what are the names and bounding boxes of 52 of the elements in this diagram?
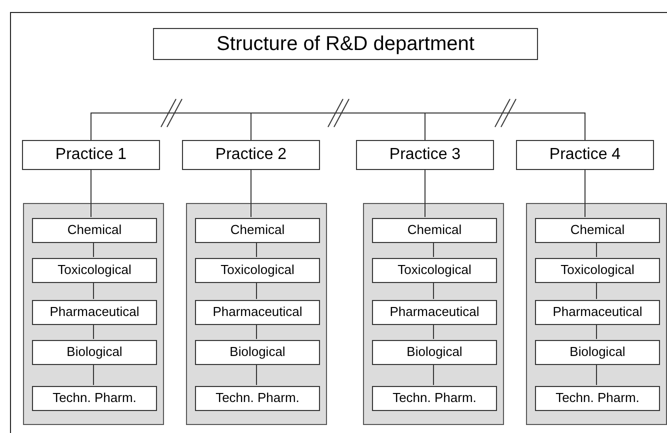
unit-box: Techn. Pharm. (372, 386, 497, 411)
connector-line (256, 364, 257, 386)
connector-line (596, 324, 597, 340)
connector-line (433, 324, 434, 340)
practice-box: Practice 3 (356, 140, 494, 170)
connector-line (93, 282, 94, 300)
connector-line (584, 170, 586, 218)
unit-box: Pharmaceutical (195, 300, 320, 325)
connector-line (256, 282, 257, 300)
connector-line (256, 242, 257, 258)
connector-line (256, 324, 257, 340)
unit-box: Biological (535, 340, 660, 365)
unit-box: Biological (195, 340, 320, 365)
unit-box: Toxicological (195, 258, 320, 283)
group-panel (23, 203, 164, 425)
unit-box: Chemical (32, 218, 157, 243)
connector-line (424, 112, 586, 140)
connector-line (433, 282, 434, 300)
unit-box: Chemical (372, 218, 497, 243)
unit-box: Toxicological (372, 258, 497, 283)
unit-box: Biological (372, 340, 497, 365)
group-panel (526, 203, 667, 425)
unit-box: Techn. Pharm. (535, 386, 660, 411)
connector-line (93, 364, 94, 386)
connector-line (250, 170, 252, 218)
unit-box: Techn. Pharm. (195, 386, 320, 411)
unit-box: Biological (32, 340, 157, 365)
connector-line (596, 282, 597, 300)
unit-box: Toxicological (32, 258, 157, 283)
practice-box: Practice 1 (22, 140, 160, 170)
unit-box: Chemical (195, 218, 320, 243)
group-panel (186, 203, 327, 425)
connector-line (433, 242, 434, 258)
practice-box: Practice 2 (182, 140, 320, 170)
unit-box: Chemical (535, 218, 660, 243)
connector-line (93, 242, 94, 258)
connector-line (93, 324, 94, 340)
connector-line (596, 364, 597, 386)
connector-line (250, 112, 426, 140)
connector-line (90, 112, 252, 140)
unit-box: Pharmaceutical (372, 300, 497, 325)
unit-box: Pharmaceutical (32, 300, 157, 325)
unit-box: Pharmaceutical (535, 300, 660, 325)
title-box: Structure of R&D department (153, 28, 538, 60)
practice-box: Practice 4 (516, 140, 654, 170)
connector-line (424, 170, 426, 218)
connector-line (90, 170, 92, 218)
group-panel (363, 203, 504, 425)
unit-box: Techn. Pharm. (32, 386, 157, 411)
unit-box: Toxicological (535, 258, 660, 283)
connector-line (596, 242, 597, 258)
connector-line (433, 364, 434, 386)
